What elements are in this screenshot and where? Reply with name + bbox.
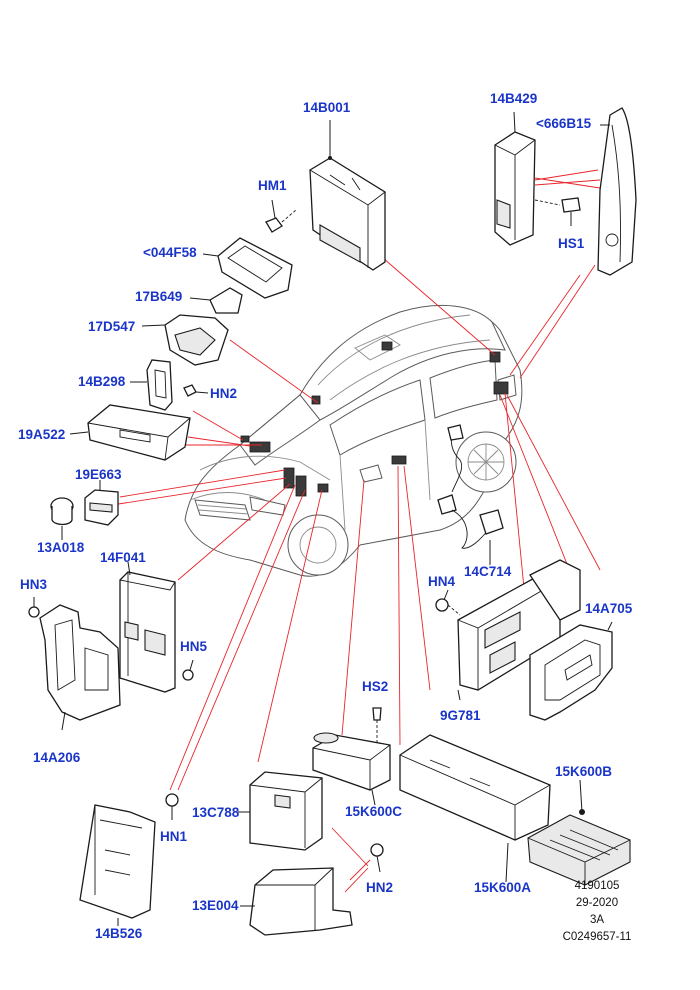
part-14C714 [437,424,504,565]
part-14A705 [529,621,613,721]
part-HM1 [265,199,297,233]
part-HN4 [435,589,461,616]
label-14A206: 14A206 [33,750,81,765]
label-13C788: 13C788 [192,805,240,820]
label-HN3: HN3 [20,577,48,592]
diagram-revision: 3A [589,914,605,926]
label-14B001: 14B001 [303,100,351,115]
label-14F041: 14F041 [100,550,146,565]
part-17D547 [141,314,229,366]
part-HN2-lower [331,827,384,893]
part-19E663 [84,480,119,526]
label-14B429: 14B429 [490,91,538,106]
label-13E004: 13E004 [192,898,239,913]
label-13A018: 13A018 [37,540,85,555]
part-HS2 [372,707,382,745]
label-17B649: 17B649 [135,289,183,304]
part-14B526 [79,804,156,926]
label-HN5: HN5 [180,639,208,654]
diagram-code: C0249657-11 [562,931,632,943]
part-15K600A [399,734,551,883]
diagram-date: 29-2020 [575,897,619,909]
label-HN2-upper: HN2 [210,386,238,401]
part-666B15 [597,107,637,276]
label-HS1: HS1 [558,236,585,251]
part-15K600B [527,779,631,886]
label-9G781: 9G781 [440,708,481,723]
part-HS1 [561,197,581,226]
part-044F58 [202,237,293,299]
label-15K600A: 15K600A [474,880,532,895]
part-13A018 [50,497,74,540]
label-19E663: 19E663 [75,467,122,482]
label-14A705: 14A705 [585,601,633,616]
location-leaders [111,169,601,791]
label-666B15: <666B15 [536,116,592,131]
part-9G781 [457,559,581,701]
part-13C788 [238,771,323,851]
part-HN3 [28,597,40,618]
diagram-ref-number: 4190105 [574,880,620,892]
part-14B429 [494,111,561,246]
part-HN2-upper [183,384,209,397]
label-HN1: HN1 [160,829,188,844]
part-14B001 [309,120,386,271]
part-HN1 [165,793,179,820]
label-HN2-lower: HN2 [366,880,394,895]
part-19A522 [69,404,191,461]
label-HS2: HS2 [362,679,389,694]
part-15K600C [312,732,391,806]
label-HN4: HN4 [428,574,456,589]
part-HN5 [182,659,194,681]
vehicle-illustration [184,304,523,577]
label-15K600B: 15K600B [555,764,613,779]
label-15K600C: 15K600C [345,804,403,819]
label-14C714: 14C714 [464,564,512,579]
part-14F041 [119,561,176,693]
part-14B298 [130,359,173,411]
label-HM1: HM1 [258,178,287,193]
part-14A206 [39,604,121,731]
label-17D547: 17D547 [88,319,136,334]
label-19A522: 19A522 [18,427,66,442]
label-14B526: 14B526 [95,926,143,941]
label-14B298: 14B298 [78,374,126,389]
label-044F58: <044F58 [143,245,197,260]
part-17B649 [189,287,243,314]
part-13E004 [240,867,353,936]
